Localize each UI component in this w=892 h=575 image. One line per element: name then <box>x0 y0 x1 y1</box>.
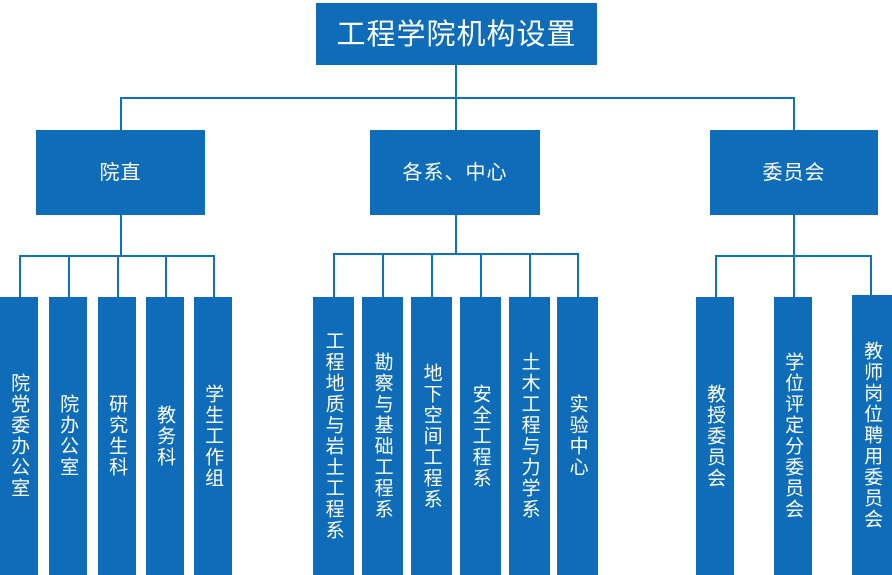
leaf-label: 学生工作组 <box>202 383 225 489</box>
leaf-node: 土木工程与力学系 <box>509 297 550 575</box>
connector-branch1-drop-5 <box>213 255 215 297</box>
leaf-label: 地下空间工程系 <box>420 362 443 510</box>
connector-branch2-drop-2 <box>382 253 384 297</box>
leaf-label: 研究生科 <box>106 394 129 478</box>
connector-branch3-drop-2 <box>793 255 795 297</box>
leaf-node: 安全工程系 <box>460 297 501 575</box>
connector-level2-drop-1 <box>120 97 122 130</box>
leaf-node: 教务科 <box>146 297 184 575</box>
leaf-label: 院党委办公室 <box>8 373 31 499</box>
leaf-node: 院办公室 <box>49 297 87 575</box>
leaf-label: 工程地质与岩土工程系 <box>322 331 345 541</box>
connector-level2-drop-3 <box>793 97 795 130</box>
leaf-label: 安全工程系 <box>469 383 492 489</box>
connector-level2-drop-2 <box>455 97 457 130</box>
connector-branch2-drop-6 <box>577 253 579 297</box>
leaf-node: 教授委员会 <box>696 297 734 575</box>
connector-branch2-bus <box>333 253 578 255</box>
connector-branch3-drop-3 <box>870 255 872 297</box>
leaf-label: 教师岗位聘用委员会 <box>861 340 884 530</box>
connector-branch1-drop-3 <box>117 255 119 297</box>
connector-branch2-stem <box>455 215 457 253</box>
connector-branch2-drop-1 <box>333 253 335 297</box>
leaf-label: 勘察与基础工程系 <box>371 352 394 520</box>
branch-node-committees: 委员会 <box>710 130 878 215</box>
connector-root-stem <box>455 65 457 98</box>
connector-branch3-drop-1 <box>715 255 717 297</box>
leaf-node: 学生工作组 <box>194 297 232 575</box>
branch-node-departments: 各系、中心 <box>370 130 540 215</box>
leaf-label: 教授委员会 <box>704 383 727 489</box>
connector-branch2-drop-5 <box>529 253 531 297</box>
leaf-label: 院办公室 <box>57 394 80 478</box>
connector-branch3-stem <box>793 215 795 255</box>
leaf-node: 研究生科 <box>98 297 136 575</box>
leaf-label: 教务科 <box>154 404 177 468</box>
branch-node-yuanzhi: 院直 <box>36 130 205 215</box>
leaf-label: 学位评定分委员会 <box>782 352 805 520</box>
connector-branch2-drop-4 <box>480 253 482 297</box>
leaf-label: 实验中心 <box>566 394 589 478</box>
connector-branch1-drop-4 <box>165 255 167 297</box>
leaf-node: 学位评定分委员会 <box>774 297 812 575</box>
leaf-node: 工程地质与岩土工程系 <box>313 297 354 575</box>
leaf-node: 院党委办公室 <box>0 297 38 575</box>
leaf-node: 教师岗位聘用委员会 <box>852 295 892 575</box>
connector-branch1-drop-1 <box>19 255 21 297</box>
connector-branch1-stem <box>120 215 122 255</box>
connector-level2-bus <box>120 97 794 99</box>
connector-branch1-drop-2 <box>68 255 70 297</box>
leaf-label: 土木工程与力学系 <box>518 352 541 520</box>
connector-branch2-drop-3 <box>431 253 433 297</box>
leaf-node: 勘察与基础工程系 <box>362 297 403 575</box>
leaf-node: 实验中心 <box>557 297 598 575</box>
root-node-title: 工程学院机构设置 <box>316 3 597 65</box>
leaf-node: 地下空间工程系 <box>411 297 452 575</box>
